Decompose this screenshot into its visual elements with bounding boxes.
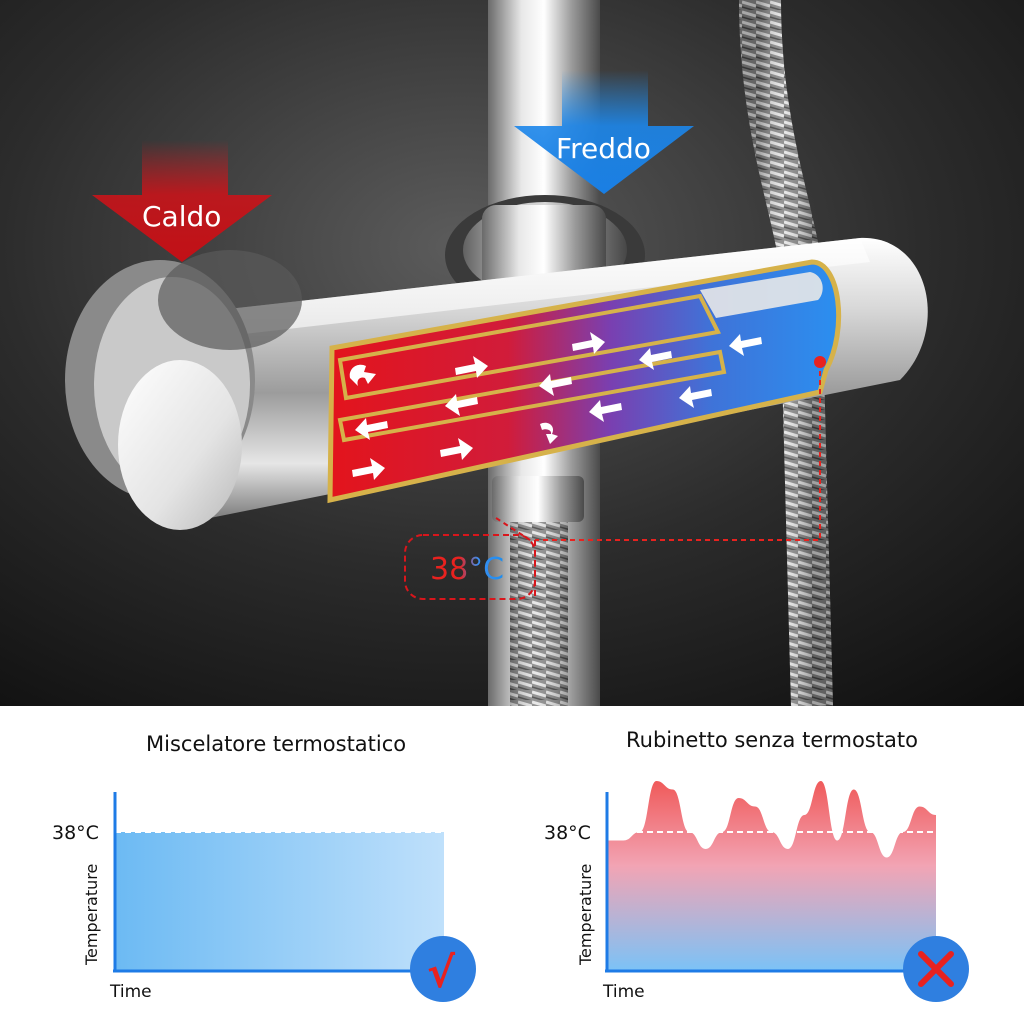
mixer-image [0, 0, 1024, 706]
cold-inlet-arrow [514, 70, 694, 194]
set-temperature-value: 38°C [430, 552, 505, 587]
right-chart-38-tick: 38°C [544, 822, 591, 844]
hot-inlet-arrow [92, 140, 272, 262]
set-temperature-readout: 38°C [430, 552, 504, 587]
right-chart [605, 781, 969, 1002]
left-chart-title: Miscelatore termostatico [146, 732, 407, 756]
temperature-knob [65, 250, 302, 530]
hex-nut [492, 476, 584, 522]
left-chart: √ [113, 792, 476, 1002]
flow-arrows [349, 332, 762, 480]
check-symbol: √ [427, 948, 456, 997]
cutaway-window [327, 259, 842, 504]
right-chart-area [607, 781, 936, 970]
thermostatic-mixer-illustration: Caldo Freddo 38°C [0, 0, 1024, 706]
cross-icon [903, 936, 969, 1002]
check-icon: √ [410, 936, 476, 1002]
right-chart-xlabel: Time [603, 982, 645, 1002]
left-chart-38-tick: 38°C [52, 822, 99, 844]
temperature-sensor-callout [404, 356, 826, 600]
lower-hose [510, 520, 568, 706]
right-chart-title: Rubinetto senza termostato [626, 728, 918, 752]
left-chart-xlabel: Time [110, 982, 152, 1002]
left-chart-area [115, 832, 444, 970]
cold-label: Freddo [556, 132, 651, 165]
hot-label: Caldo [142, 200, 222, 233]
